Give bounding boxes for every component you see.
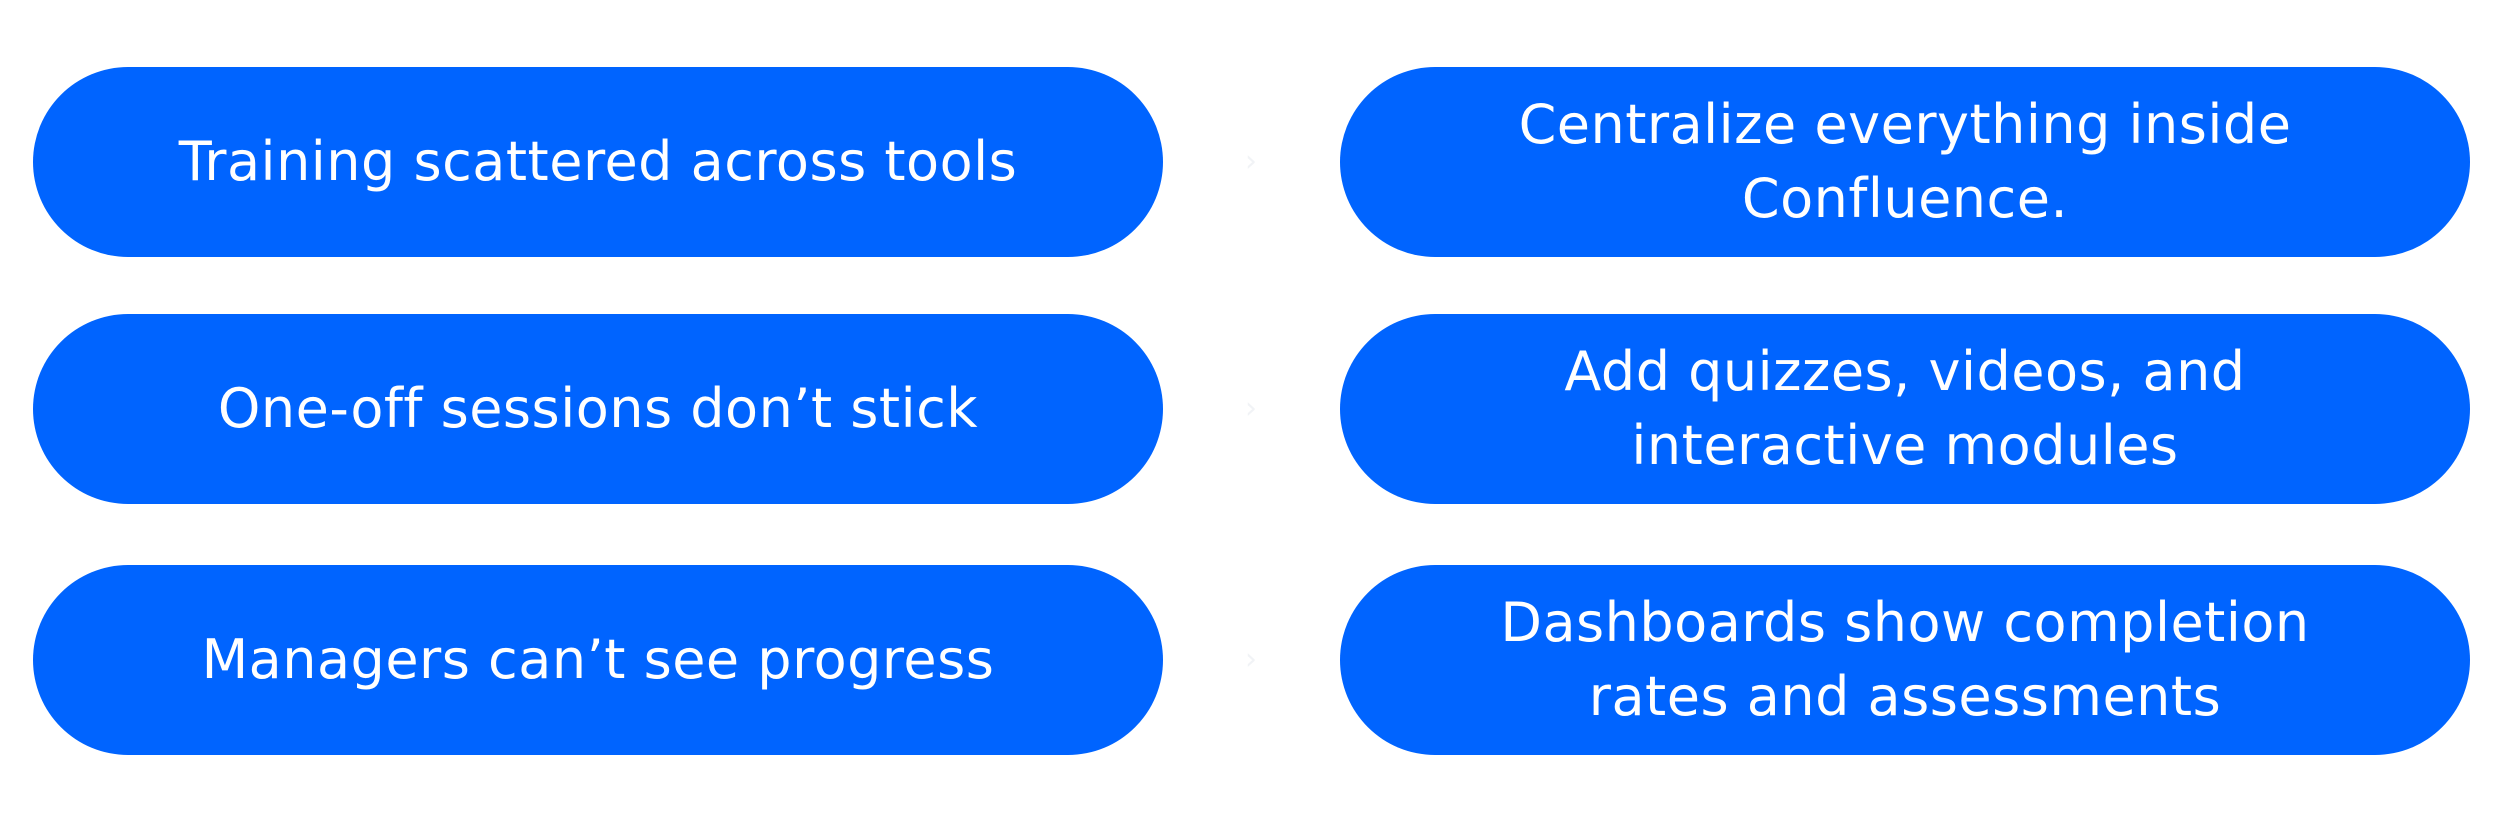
problem-pill-3: Managers can’t see progress	[33, 565, 1163, 755]
solution-label-1: Centralize everything inside Confluence.	[1518, 93, 2292, 230]
problem-label-1: Training scattered across tools	[178, 130, 1018, 193]
problem-pill-1: Training scattered across tools	[33, 67, 1163, 257]
solution-label-2: Add quizzes, videos, and interactive mod…	[1564, 340, 2246, 477]
solution-pill-1: Centralize everything inside Confluence.	[1340, 67, 2470, 257]
solution-pill-2: Add quizzes, videos, and interactive mod…	[1340, 314, 2470, 504]
chevron-right-icon: ›	[1245, 642, 1257, 677]
problem-pill-2: One-off sessions don’t stick	[33, 314, 1163, 504]
problem-label-3: Managers can’t see progress	[201, 628, 995, 691]
problem-label-2: One-off sessions don’t stick	[217, 377, 979, 440]
solution-label-3: Dashboards show completion rates and ass…	[1500, 591, 2310, 728]
solution-pill-3: Dashboards show completion rates and ass…	[1340, 565, 2470, 755]
chevron-right-icon: ›	[1245, 144, 1257, 179]
chevron-right-icon: ›	[1245, 391, 1257, 426]
